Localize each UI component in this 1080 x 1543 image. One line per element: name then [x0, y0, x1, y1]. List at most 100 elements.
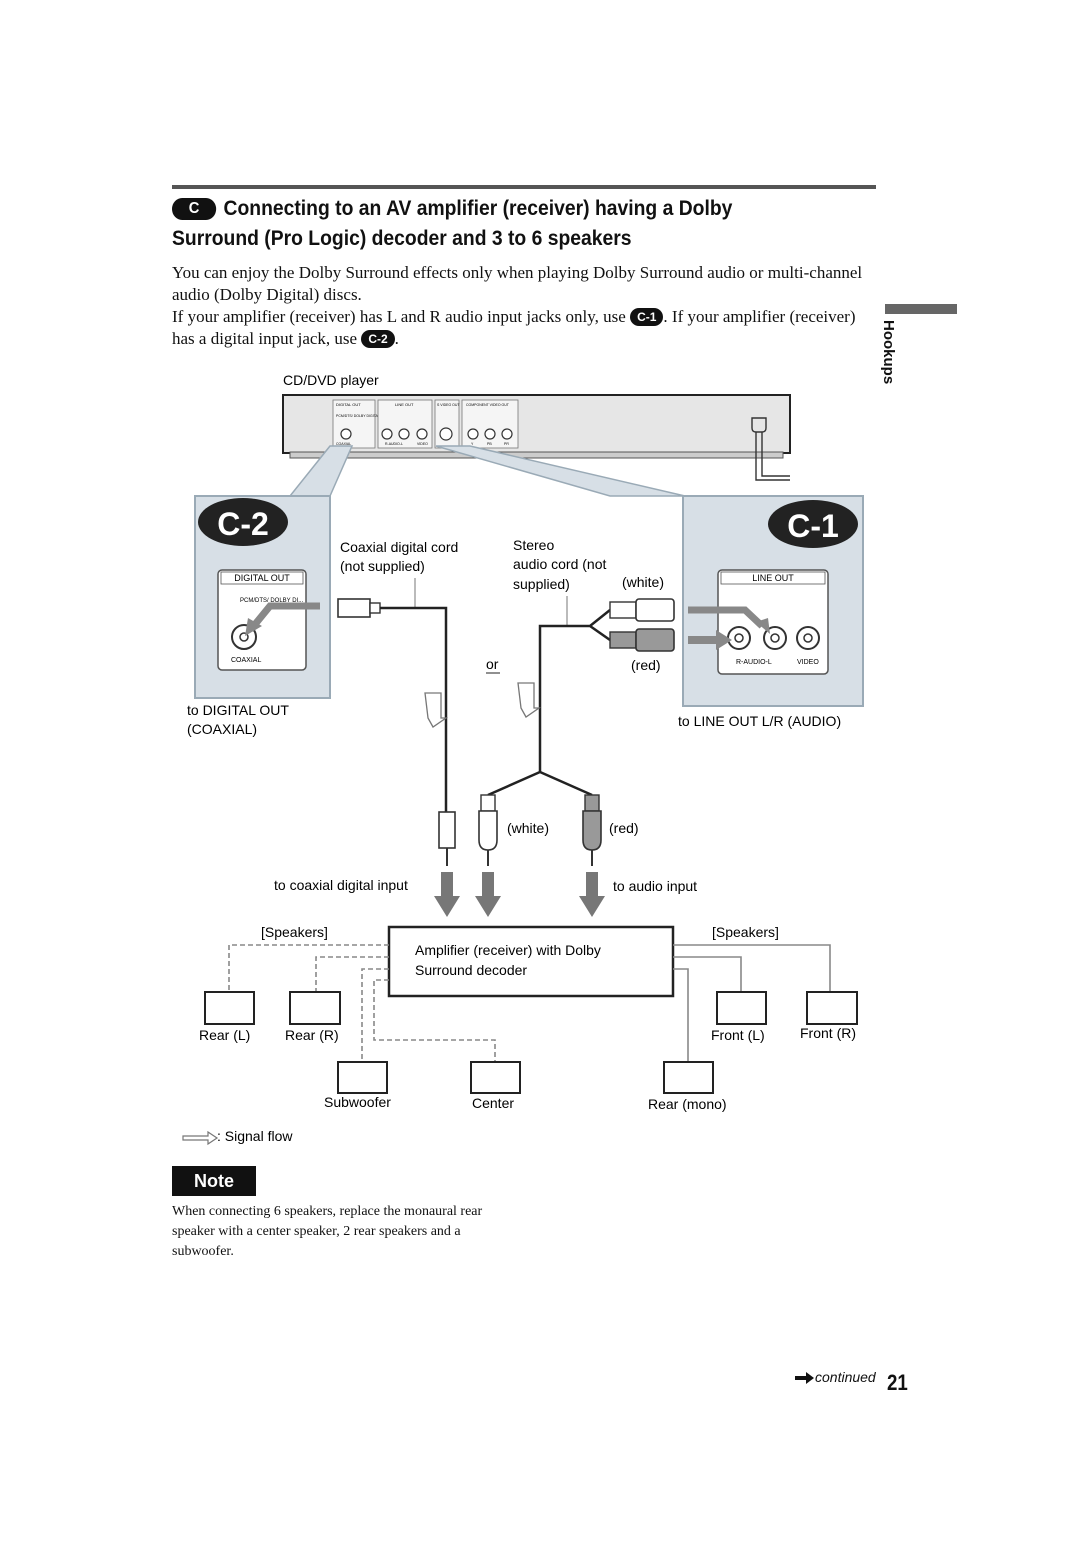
- or-label: or: [486, 656, 499, 672]
- player-line-l-jack: [398, 428, 410, 440]
- c2-insert-arrow: [249, 602, 320, 631]
- player-label: CD/DVD player: [283, 372, 379, 388]
- continued-arrow-icon: [795, 1372, 814, 1384]
- note-text: When connecting 6 speakers, replace the …: [172, 1204, 483, 1259]
- c2-cord-plug-collar: [369, 602, 381, 614]
- speaker-rear-r: [289, 991, 341, 1025]
- speaker-subwoofer: [337, 1061, 388, 1094]
- amp-white-label: (white): [507, 820, 549, 836]
- c1-insert-arrow-red-head: [716, 630, 732, 650]
- to-coaxial-input: to coaxial digital input: [274, 877, 408, 893]
- subwoofer-label: Subwoofer: [324, 1094, 391, 1110]
- player-video-text: VIDEO: [417, 442, 428, 446]
- intro-text-a: If your amplifier (receiver) has L and R…: [172, 307, 626, 326]
- c1-to-label: to LINE OUT L/R (AUDIO): [678, 713, 841, 729]
- heading-rule: [172, 185, 876, 189]
- c2-insert-arrow-head: [245, 618, 262, 636]
- player-power-cord: [755, 432, 790, 481]
- player-pr-jack: [501, 428, 513, 440]
- rear-r-label: Rear (R): [285, 1027, 339, 1043]
- continued-label: continued: [815, 1369, 876, 1385]
- c1-panel-l-jack-center: [770, 633, 780, 643]
- amp-in-arrow-red: [579, 872, 605, 917]
- intro-paragraph-2: If your amplifier (receiver) has L and R…: [172, 306, 872, 350]
- ref-c2-badge: C-2: [361, 330, 395, 348]
- c2-panel-sub: PCM/DTS/ DOLBY DI...: [240, 598, 304, 604]
- c1-red-label: (red): [631, 657, 661, 673]
- rear-l-label: Rear (L): [199, 1027, 250, 1043]
- c2-to-label-1: to DIGITAL OUT: [187, 702, 289, 718]
- c1-insert-arrow-white-head: [756, 618, 770, 634]
- player-component-panel: [461, 399, 519, 449]
- c1-panel-header: [720, 571, 826, 585]
- amp-in-arrow-white: [475, 872, 501, 917]
- player-video-jack: [416, 428, 428, 440]
- player-line-out-panel: [377, 399, 433, 449]
- intro-text-b: . If your amplifier (receiver) has a dig…: [172, 307, 856, 348]
- player-digital-out-panel: [332, 399, 376, 449]
- amplifier-box: [387, 925, 675, 998]
- speakers-left-label: [Speakers]: [261, 924, 328, 940]
- c2-cord-wire: [380, 606, 448, 812]
- c2-badge-shape: [198, 498, 288, 546]
- amp-audio-split: [487, 770, 593, 797]
- c2-panel-jack-label: COAXIAL: [231, 657, 261, 664]
- c1-red-plug-body: [609, 631, 637, 649]
- section-title: Connecting to an AV amplifier (receiver)…: [172, 197, 733, 250]
- amp-white-plug: [478, 810, 498, 851]
- to-audio-input: to audio input: [613, 878, 697, 894]
- player-coaxial-jack: [340, 428, 352, 440]
- signal-arrow-stereo: [517, 682, 542, 718]
- player-line-r-jack: [381, 428, 393, 440]
- c2-badge: C-2: [217, 506, 269, 542]
- speaker-front-l: [716, 991, 767, 1025]
- front-r-label: Front (R): [800, 1025, 856, 1041]
- player-pb-jack: [484, 428, 496, 440]
- c2-cord-label-1: Coaxial digital cord: [340, 539, 458, 555]
- c1-panel-video: VIDEO: [797, 659, 819, 666]
- signal-arrow-coax: [424, 692, 449, 728]
- rear-speaker-wires: [228, 944, 496, 1062]
- player-pcm-text: PCM/DTS/ DOLBY DIGITAL: [336, 414, 380, 418]
- amp-red-label: (red): [609, 820, 639, 836]
- player-coaxial-text: COAXIAL: [336, 442, 351, 446]
- amp-red-plug: [582, 810, 602, 851]
- c1-white-label: (white): [622, 574, 664, 590]
- player-y-text: Y: [471, 442, 474, 446]
- player-svideo-panel: [434, 399, 460, 449]
- c1-panel-raudio: R-AUDIO-L: [736, 659, 772, 666]
- c1-red-plug: [635, 628, 675, 652]
- amp-coax-plug: [438, 811, 456, 849]
- c1-insert-arrow-white: [688, 606, 765, 629]
- player-raudio-text: R-AUDIO-L: [385, 442, 403, 446]
- c2-to-label-2: (COAXIAL): [187, 721, 257, 737]
- c2-panel-header: [220, 571, 304, 585]
- speaker-rear-l: [204, 991, 255, 1025]
- speakers-right-label: [Speakers]: [712, 924, 779, 940]
- front-l-label: Front (L): [711, 1027, 765, 1043]
- center-label: Center: [472, 1095, 514, 1111]
- player-svideo-jack: [439, 427, 453, 441]
- c1-white-plug-body: [609, 601, 637, 619]
- c1-panel-title: LINE OUT: [752, 573, 794, 583]
- c1-panel-r-jack-center: [734, 633, 744, 643]
- c1-white-plug: [635, 598, 675, 622]
- signal-flow-label: : Signal flow: [217, 1128, 293, 1144]
- player-base: [289, 451, 784, 459]
- side-tab-label: Hookups: [880, 320, 897, 385]
- amp-red-plug-collar: [584, 794, 600, 812]
- c1-cord-label-1: Stereo: [513, 537, 554, 553]
- c2-cord-label-2: (not supplied): [340, 558, 425, 574]
- page-number: 21: [887, 1370, 908, 1395]
- player-svideo-text: S VIDEO OUT: [437, 403, 460, 407]
- rear-mono-label: Rear (mono): [648, 1096, 727, 1112]
- c2-cord-plug: [337, 598, 371, 618]
- c1-badge-shape: [768, 500, 858, 548]
- note-title: Note: [172, 1166, 256, 1196]
- front-speaker-wires: [673, 944, 831, 1062]
- amp-label-1: Amplifier (receiver) with Dolby: [415, 942, 601, 958]
- ref-c1-badge: C-1: [630, 308, 664, 326]
- amp-white-plug-collar: [480, 794, 496, 812]
